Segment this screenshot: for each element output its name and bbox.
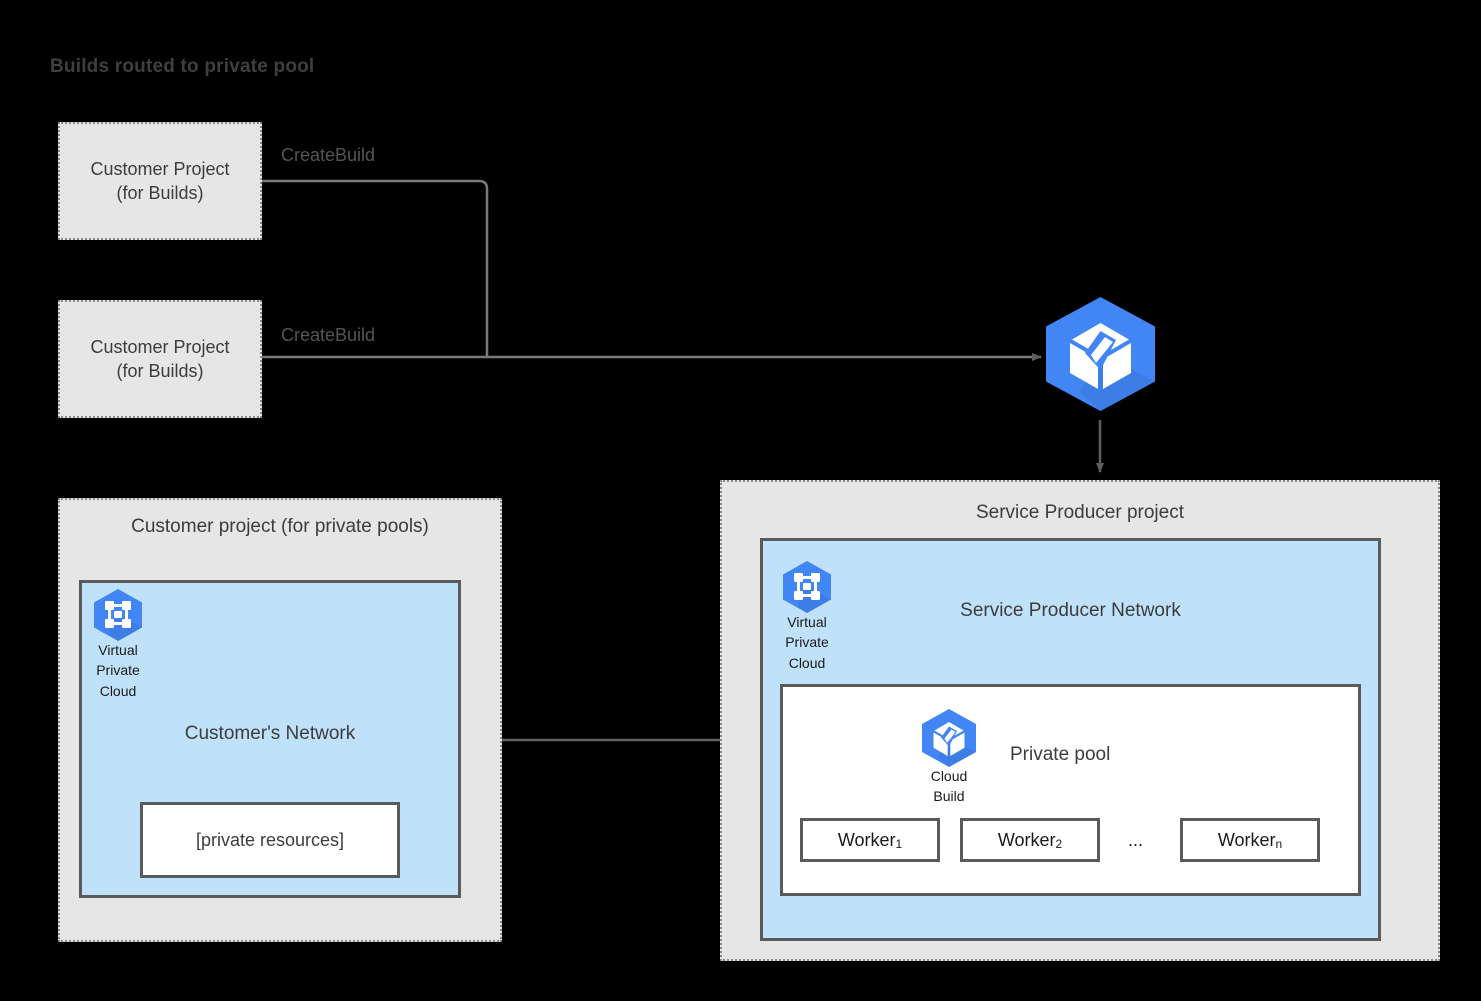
customer-build-project-1[interactable]: Customer Project (for Builds) (58, 122, 262, 240)
vpc-producer-caption-line3: Cloud (788, 654, 826, 671)
service-producer-network-title: Service Producer Network (960, 600, 1181, 621)
private-pool-title: Private pool (1010, 744, 1111, 765)
cloud-build-icon[interactable] (1043, 295, 1158, 413)
vpc-icon[interactable] (92, 588, 144, 642)
vpc-producer-caption-line2: Private (785, 634, 829, 651)
customer-build-project-2-line1: Customer Project (90, 336, 230, 357)
private-resources-box[interactable]: [private resources] (140, 802, 400, 878)
customers-network-title: Customer's Network (184, 723, 356, 744)
worker-2-label: Worker (997, 829, 1056, 850)
worker-2-subscript: 2 (1055, 837, 1063, 851)
worker-n-label: Worker (1217, 829, 1276, 850)
cloud-build-caption-line2: Build (933, 788, 965, 805)
vpc-icon-producer[interactable] (781, 560, 833, 614)
service-producer-project-label: Service Producer project (975, 502, 1185, 523)
customer-private-pool-project-label: Customer project (for private pools) (131, 516, 429, 537)
vpc-icon-producer-caption: Virtual Private Cloud (764, 612, 850, 673)
edge-label-createbuild-bottom: CreateBuild (281, 325, 376, 345)
private-pool-box[interactable] (780, 684, 1361, 896)
vpc-caption-line1: Virtual (98, 642, 138, 658)
worker-1-label: Worker (837, 829, 896, 850)
cloud-build-icon-private-pool[interactable] (920, 708, 978, 768)
worker-ellipsis: ... (1128, 830, 1144, 850)
customer-build-project-2-line2: (for Builds) (116, 361, 204, 381)
page-title: Builds routed to private pool (50, 56, 315, 77)
vpc-caption-line2: Private (96, 662, 140, 679)
vpc-caption-line3: Cloud (99, 682, 137, 699)
worker-1-subscript: 1 (895, 837, 903, 851)
cloud-build-caption-line1: Cloud (930, 768, 968, 784)
private-resources-label: [private resources] (195, 829, 345, 850)
vpc-icon-caption: Virtual Private Cloud (75, 640, 161, 701)
worker-n-subscript: n (1275, 837, 1283, 851)
customer-build-project-1-line1: Customer Project (90, 158, 230, 179)
customer-build-project-2[interactable]: Customer Project (for Builds) (58, 300, 262, 418)
cloud-build-icon-caption: Cloud Build (906, 766, 992, 807)
edge-label-createbuild-top: CreateBuild (281, 145, 376, 165)
customer-build-project-1-line2: (for Builds) (116, 183, 204, 203)
vpc-producer-caption-line1: Virtual (787, 614, 827, 630)
